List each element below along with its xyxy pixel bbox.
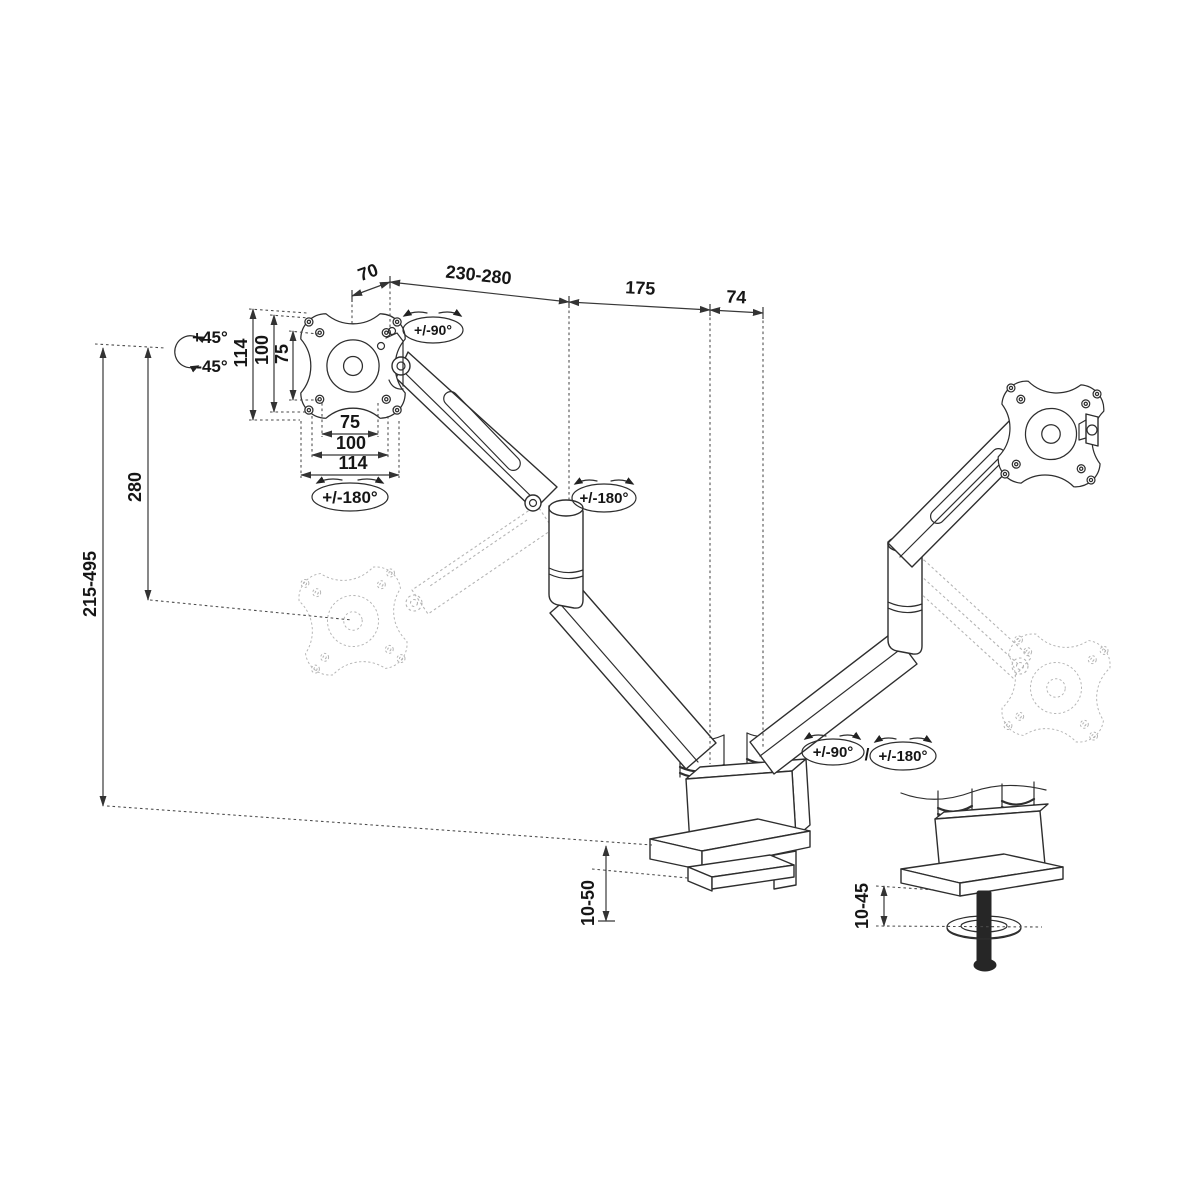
left-lower-arm — [549, 586, 717, 770]
vesa-rotate-label: +/-180° — [322, 488, 378, 507]
desk-clamp-base — [649, 730, 811, 892]
left-plate-joint — [376, 326, 411, 390]
left-elbow-link — [548, 499, 584, 609]
badge-base-rotation: +/-90° / +/-180° — [801, 731, 937, 771]
dim-top-chain: 70 230-280 175 74 — [351, 260, 764, 764]
grommet-bolt — [976, 890, 992, 964]
dim-label-74: 74 — [726, 286, 747, 307]
ghost-right-arm — [905, 559, 1032, 679]
right-plate-joint — [1078, 413, 1099, 447]
rotate-arrow-icon — [573, 477, 598, 485]
desk-surface-line — [106, 805, 653, 846]
break-line — [900, 784, 1047, 800]
dim-label-v75: 75 — [272, 344, 292, 364]
rotate-arrow-icon — [839, 731, 862, 740]
dim-label-10-50: 10-50 — [578, 880, 598, 926]
dim-label-230-280: 230-280 — [445, 262, 513, 289]
dim-clamp-range: 10-50 — [578, 845, 689, 926]
left-upper-arm — [395, 351, 558, 512]
dim-label-280: 280 — [125, 472, 145, 502]
tilt-arc-icon — [174, 335, 206, 373]
badge-rotate-180-elbow: +/-180° — [571, 477, 637, 513]
dim-label-v100: 100 — [252, 335, 272, 365]
dim-label-215-495: 215-495 — [80, 551, 100, 617]
dim-label-h114: 114 — [338, 453, 367, 473]
dim-label-175: 175 — [625, 277, 656, 299]
dim-height-range: 215-495 280 — [80, 343, 653, 846]
dim-label-70: 70 — [355, 260, 381, 286]
rotate-arrow-icon — [610, 477, 635, 485]
ghost-right-vesa-plate — [998, 630, 1114, 746]
grommet-mount — [900, 781, 1064, 972]
rotate-arrow-icon — [909, 734, 933, 743]
dim-label-h100: 100 — [336, 433, 366, 453]
badge-rotate-180-plate: +/-180° — [311, 476, 389, 512]
swivel-label: +/-90° — [414, 322, 452, 338]
rotate-arrow-icon — [357, 476, 385, 484]
tilt-up-label: +45° — [192, 328, 228, 347]
badge-swivel-90: +/-90° — [402, 308, 464, 344]
rotate-arrow-icon — [438, 308, 463, 317]
dim-grommet-range: 10-45 — [852, 883, 1043, 929]
tilt-down-label: -45° — [196, 357, 228, 376]
ghost-left-arm — [405, 504, 554, 615]
dim-label-10-45: 10-45 — [852, 883, 872, 929]
separator-label: / — [865, 745, 870, 764]
rotate-arrow-icon — [803, 731, 827, 740]
elbow-rotate-label: +/-180° — [580, 490, 629, 507]
rotate-arrow-icon — [315, 476, 343, 484]
dim-vesa-horizontal: 75 100 114 — [300, 403, 400, 479]
base-rotate-label: +/-180° — [879, 748, 928, 765]
rotate-arrow-icon — [873, 734, 897, 743]
dim-vesa-vertical: 114 100 75 — [231, 308, 320, 421]
base-swivel-label: +/-90° — [813, 744, 854, 761]
dim-label-h75: 75 — [340, 412, 360, 432]
ghost-left-vesa-plate — [295, 563, 411, 679]
rotate-arrow-icon — [402, 309, 428, 317]
dim-label-v114: 114 — [231, 338, 251, 367]
badge-tilt-45: +45° -45° — [174, 328, 228, 376]
gas-spring-slot — [443, 391, 521, 471]
elbow-pivot — [524, 494, 542, 512]
